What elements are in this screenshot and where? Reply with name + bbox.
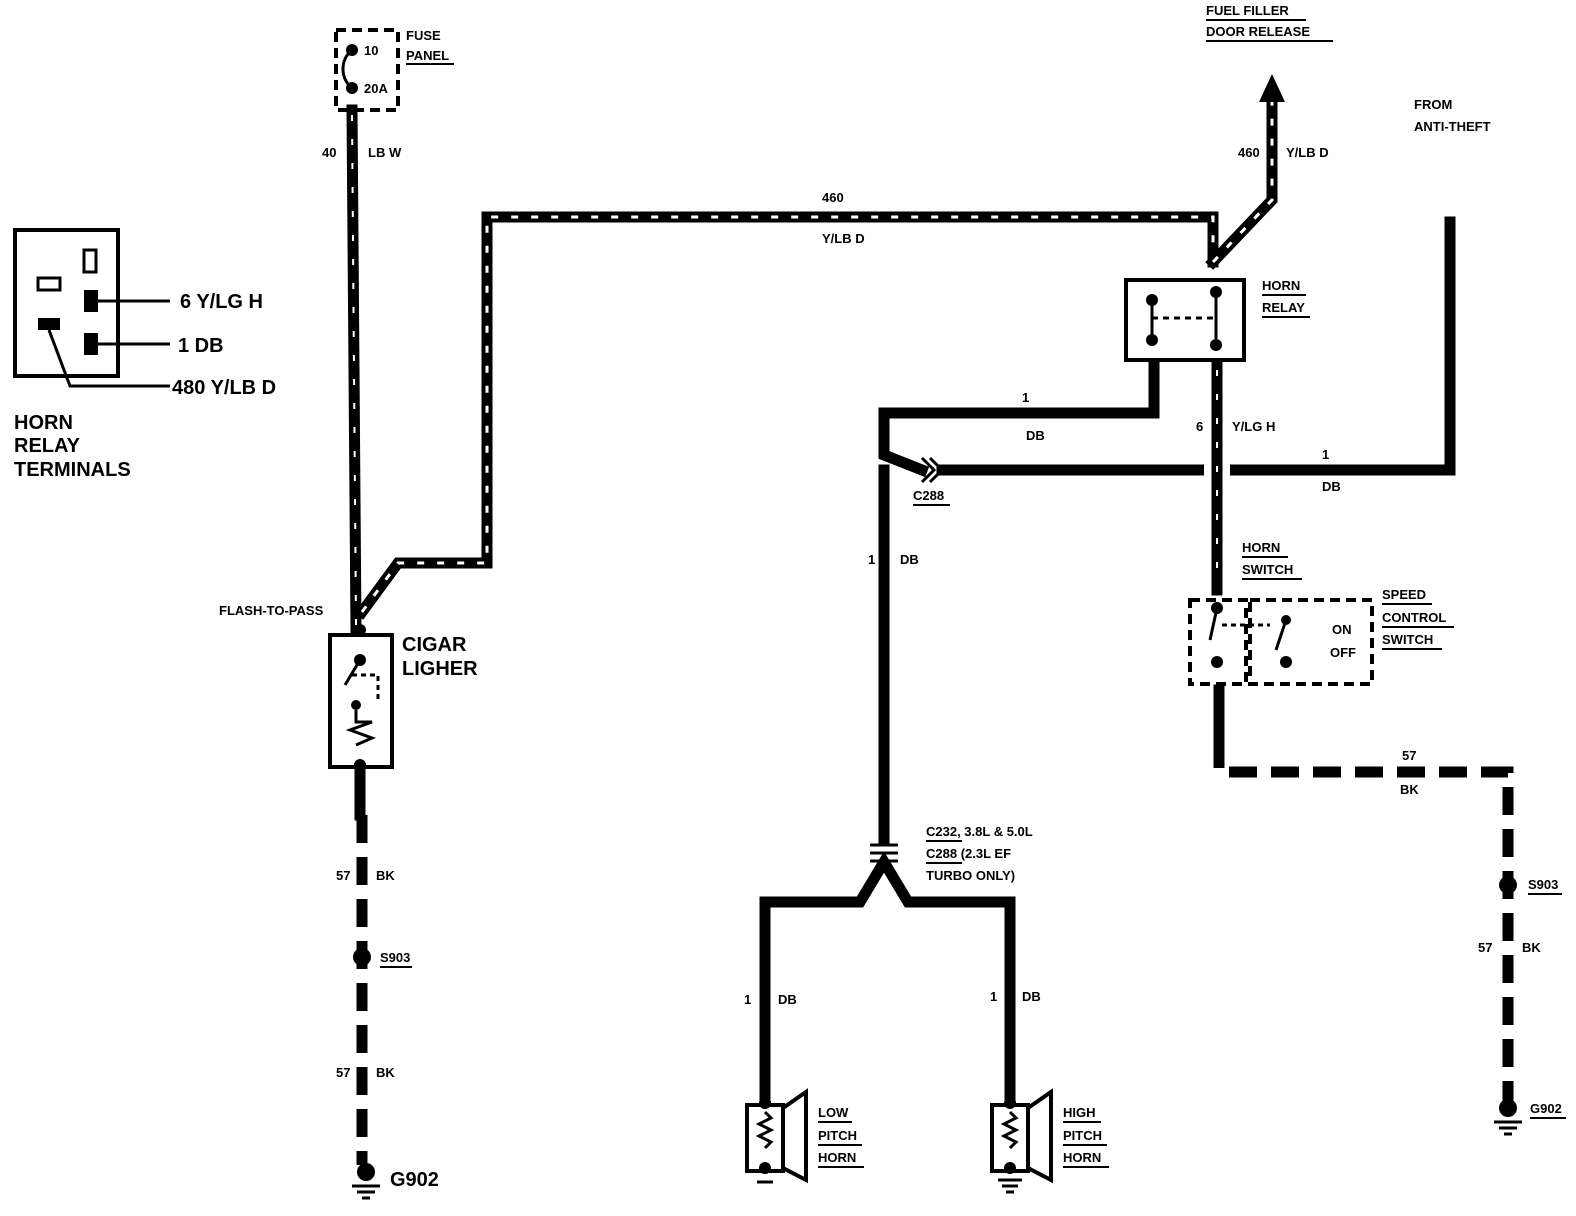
low-pitch-horn: LOW PITCH HORN: [745, 1088, 864, 1184]
right-splice-label: S903: [1528, 877, 1558, 892]
anti-theft-circuit: 1: [1322, 447, 1329, 462]
flash-to-pass-label: FLASH-TO-PASS: [219, 603, 324, 618]
fuse-number: 10: [364, 43, 378, 58]
fuel-filler-branch: FUEL FILLER DOOR RELEASE 460 Y/LB D: [1205, 3, 1333, 270]
fuel-filler-color: Y/LB D: [1286, 145, 1329, 160]
fuel-filler-label-2: DOOR RELEASE: [1206, 24, 1310, 39]
fuel-filler-label-1: FUEL FILLER: [1206, 3, 1289, 18]
speed-control-label-1: SPEED: [1382, 587, 1426, 602]
left-ground-label: G902: [390, 1169, 439, 1191]
fuel-filler-arrow-icon: [1259, 74, 1285, 102]
horn-switch: HORN SWITCH: [1188, 540, 1302, 686]
right-circuit: 57: [1478, 940, 1492, 955]
high-horn-label-2: PITCH: [1063, 1128, 1102, 1143]
ground-icon: [352, 1184, 380, 1200]
low-horn-color: DB: [778, 992, 797, 1007]
relay-terminals-title-3: TERMINALS: [14, 459, 131, 481]
fuse-panel-label-2: PANEL: [406, 48, 449, 63]
horn-relay: HORN RELAY: [1124, 278, 1310, 362]
wire-460-circuit: 460: [822, 190, 844, 205]
anti-theft-label-2: ANTI-THEFT: [1414, 119, 1491, 134]
left-upper-color: BK: [376, 868, 395, 883]
speed-control-label-3: SWITCH: [1382, 632, 1433, 647]
ground-icon: [998, 1178, 1022, 1194]
left-upper-circuit: 57: [336, 868, 350, 883]
wire-460-color: Y/LB D: [822, 231, 865, 246]
relay-terminals-title-1: HORN: [14, 412, 73, 434]
cigar-lighter-label-1: CIGAR: [402, 634, 467, 656]
connector-c288-label: C288: [913, 488, 944, 503]
lower-connector-label-1: C232, 3.8L & 5.0L: [926, 824, 1033, 839]
horn-relay-label-1: HORN: [1262, 278, 1300, 293]
horn-relay-label-2: RELAY: [1262, 300, 1305, 315]
horn-switch-label-1: HORN: [1242, 540, 1280, 555]
low-horn-label-1: LOW: [818, 1105, 849, 1120]
lower-connector-label-2: C288 (2.3L EF: [926, 846, 1011, 861]
wire-40-circuit: 40: [322, 145, 336, 160]
anti-theft-source: FROM ANTI-THEFT: [1414, 97, 1491, 134]
right-top-circuit: 57: [1402, 748, 1416, 763]
low-horn-circuit: 1: [744, 992, 751, 1007]
cigar-lighter-label-2: LIGHER: [402, 658, 478, 680]
high-pitch-horn: HIGH PITCH HORN: [990, 1088, 1109, 1194]
wire-1-db-anti-theft: 1 DB: [936, 216, 1456, 494]
low-horn-label-3: HORN: [818, 1150, 856, 1165]
relay-terminal-1: 6 Y/LG H: [180, 291, 263, 313]
vertical-db-color: DB: [900, 552, 919, 567]
horn-relay-terminals: 6 Y/LG H 1 DB 480 Y/LB D HORN RELAY TERM…: [13, 228, 276, 481]
speed-control-on: ON: [1332, 622, 1352, 637]
left-lower-color: BK: [376, 1065, 395, 1080]
left-splice-label: S903: [380, 950, 410, 965]
fuse-rating: 20A: [364, 81, 388, 96]
high-horn-label-1: HIGH: [1063, 1105, 1096, 1120]
vertical-db-circuit: 1: [868, 552, 875, 567]
relay-switch-color: Y/LG H: [1232, 419, 1275, 434]
wire-460: 460 Y/LB D: [354, 190, 1219, 620]
wire-40-color: LB W: [368, 145, 402, 160]
cigar-lighter: FLASH-TO-PASS CIGAR LIGHER: [219, 603, 478, 771]
lower-connector-label-3: TURBO ONLY): [926, 868, 1015, 883]
connector-c232: C232, 3.8L & 5.0L C288 (2.3L EF TURBO ON…: [870, 824, 1033, 883]
high-horn-circuit: 1: [990, 989, 997, 1004]
fuel-filler-circuit: 460: [1238, 145, 1260, 160]
wire-57-bk-right: 57 BK S903 57 BK G902: [1213, 684, 1566, 1136]
fuse-panel: 10 20A FUSE PANEL: [334, 28, 454, 112]
relay-terminal-3: 480 Y/LB D: [172, 377, 276, 399]
wire-1-db-vertical: 1 DB: [868, 464, 919, 846]
wire-1-db-horns: 1 DB 1 DB: [744, 851, 1041, 1101]
relay-switch-circuit: 6: [1196, 419, 1203, 434]
relay-terminal-2: 1 DB: [178, 335, 224, 357]
high-horn-label-3: HORN: [1063, 1150, 1101, 1165]
right-top-color: BK: [1400, 782, 1419, 797]
wire-1-db-relay: 1 DB: [878, 359, 1160, 478]
relay-terminals-title-2: RELAY: [14, 435, 81, 457]
speed-control-off: OFF: [1330, 645, 1356, 660]
speed-control-switch: ON OFF SPEED CONTROL SWITCH: [1248, 587, 1454, 686]
anti-theft-label-1: FROM: [1414, 97, 1452, 112]
wire-40: 40 LB W: [322, 104, 402, 636]
left-lower-circuit: 57: [336, 1065, 350, 1080]
low-horn-label-2: PITCH: [818, 1128, 857, 1143]
right-color: BK: [1522, 940, 1541, 955]
relay-out-circuit: 1: [1022, 390, 1029, 405]
anti-theft-color: DB: [1322, 479, 1341, 494]
fuse-panel-label-1: FUSE: [406, 28, 441, 43]
relay-out-color: DB: [1026, 428, 1045, 443]
wire-6-ylg: 6 Y/LG H: [1196, 359, 1275, 596]
high-horn-color: DB: [1022, 989, 1041, 1004]
horn-switch-label-2: SWITCH: [1242, 562, 1293, 577]
speed-control-label-2: CONTROL: [1382, 610, 1446, 625]
ground-icon: [1494, 1120, 1522, 1136]
wire-57-bk-left: 57 BK S903 57 BK G902: [336, 766, 439, 1200]
right-ground-label: G902: [1530, 1101, 1562, 1116]
